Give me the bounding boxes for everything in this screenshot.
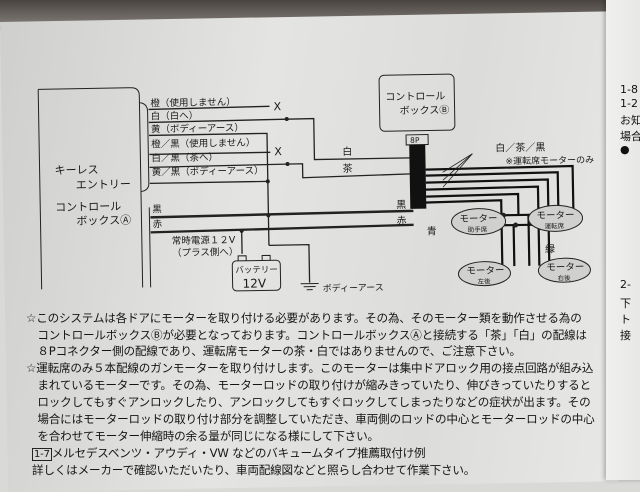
box-b-text: コントロール — [385, 91, 445, 103]
right-text: 下 — [620, 295, 631, 311]
section-title: メルセデスベンツ・アウディ・VW などのバキュームタイプ推薦取付け例 — [52, 446, 426, 460]
battery-voltage: 12V — [242, 276, 267, 290]
note-line: まれているモーターです。その為、モーターロッドの取り付けが縮みきっていたり、伸び… — [26, 377, 591, 393]
box-a-text: コントロール — [55, 200, 121, 214]
wire-label: 白／茶／黒 — [495, 141, 545, 155]
wire-label: 白（白へ） — [151, 110, 199, 123]
wire-label: 赤 — [396, 215, 406, 227]
divider — [149, 207, 150, 287]
right-page — [606, 0, 640, 480]
right-text: 場合 — [620, 128, 640, 144]
wire-label: 橙／黒（使用しません） — [151, 137, 255, 151]
note-line: ８Pコネクター側の配線であり、運転席モーターの茶・白ではありませんので、ご注意下… — [26, 343, 521, 359]
right-text: ● — [620, 143, 630, 156]
right-text: お知 — [620, 112, 640, 128]
right-text: 1-8 — [620, 83, 638, 96]
box-a-text: キーレス — [54, 163, 98, 177]
motor-label: モーター — [459, 213, 497, 225]
section-number: 1-7 — [32, 448, 52, 461]
box-a-text: エントリー — [76, 178, 131, 192]
wire-label: 黒 — [396, 199, 406, 211]
power-label: 常時電源１２V — [172, 234, 236, 247]
unused-x-mark: X — [273, 100, 281, 113]
motor-label: モーター — [536, 210, 574, 222]
note-line: コントロールボックスⒷが必要となっております。コントロールボックスⒶと接続する「… — [26, 327, 587, 343]
battery-label: バッテリー — [235, 265, 278, 276]
box-a-text: ボックスⒶ — [76, 214, 131, 228]
note-line: ☆運転席のみ５本配線のガンモーターを取り付けします。このモーターは集中ドアロック… — [26, 360, 593, 376]
note-line: 場合にはモーターロッドの取り付け部分を調整していただき、車両側のロッドの中心とモ… — [26, 411, 595, 427]
connector-label: 8P — [410, 136, 420, 145]
wire-label: 茶 — [342, 162, 352, 175]
wire-bundle — [409, 145, 426, 209]
motor-position: 助手席 — [468, 225, 488, 234]
motor-position: 運転席 — [545, 221, 565, 230]
note-line: ☆このシステムは各ドアにモーターを取り付ける必要があります。その為、そのモーター… — [26, 310, 582, 326]
motor-label: モーター — [546, 262, 584, 274]
right-text: 1-2 — [620, 97, 638, 110]
wire-label: 白 — [342, 145, 352, 158]
power-label: （プラス側へ） — [172, 246, 239, 259]
section-body: 詳しくはメーカーで確認いただいたり、車両配線図などと照らし合わせて作業下さい。 — [32, 462, 475, 478]
wire-label: 黄（ボディーアース） — [151, 122, 244, 136]
motor-label: モーター — [466, 265, 504, 277]
box-b-text: ボックスⒷ — [400, 104, 450, 117]
control-box-a-edge — [38, 89, 41, 289]
wire-label: 青 — [427, 224, 437, 237]
motor-position: 左後 — [478, 276, 492, 285]
right-text: 2- — [620, 278, 631, 291]
ground-label: ボディーアース — [323, 281, 384, 294]
note-line: を合わせてモーター伸縮時の余る量が同じになる様にして下さい。 — [26, 428, 379, 444]
motor-position: 右後 — [557, 273, 571, 282]
wire-label: 黒 — [152, 204, 162, 215]
right-text: 接 — [620, 327, 631, 343]
note-line: ロックしてもすぐアンロックしたり、アンロックしてもすぐロックしてしまったりなどの… — [26, 394, 590, 410]
wire-label: 赤 — [152, 219, 162, 230]
unused-x-mark: X — [274, 145, 282, 158]
wire-note: ※運転席モーターのみ — [505, 154, 594, 168]
right-text: ト — [620, 311, 631, 327]
ground-icon — [301, 283, 319, 289]
